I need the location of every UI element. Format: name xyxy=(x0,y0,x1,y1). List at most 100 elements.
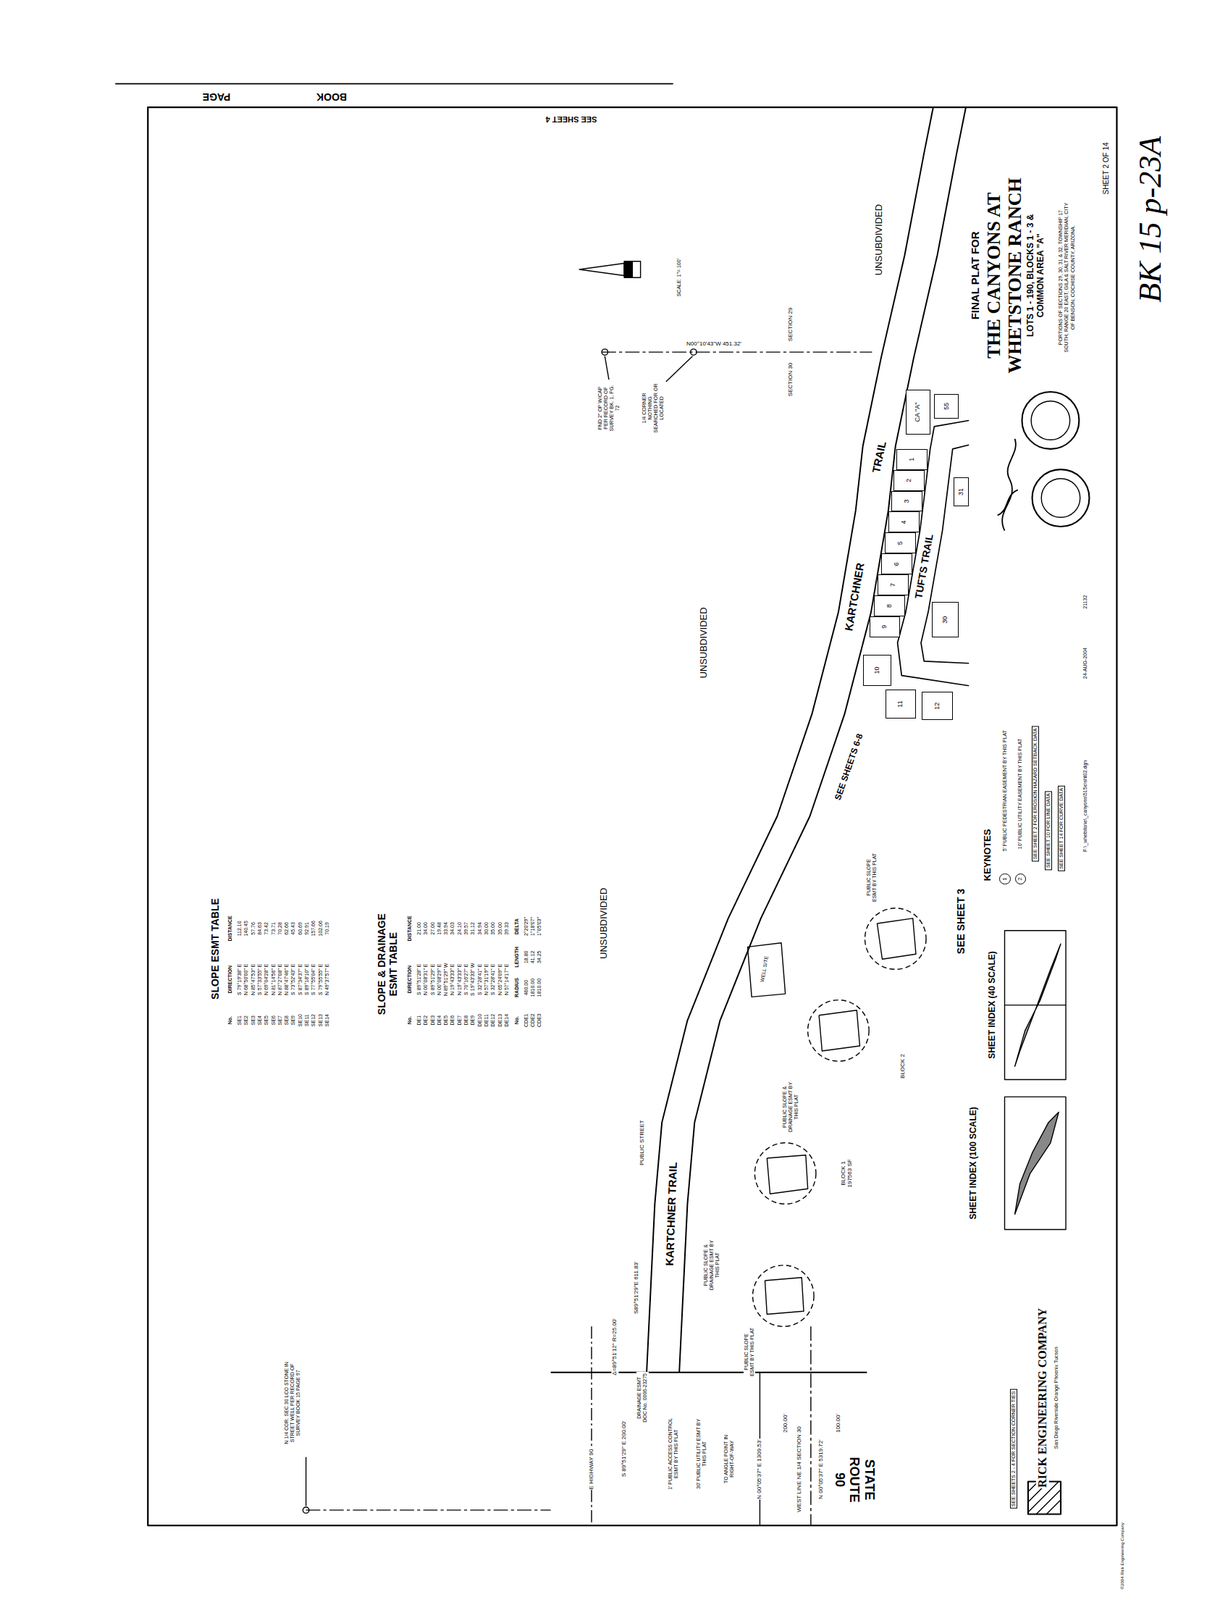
copyright-note: ©2004 Rick Engineering Company xyxy=(1119,1521,1125,1590)
section-label: SECTION 30 xyxy=(787,362,794,398)
table-cell: DE11 xyxy=(483,1012,490,1027)
table-cell: SE3 xyxy=(250,1014,257,1026)
north-arrow xyxy=(632,261,641,279)
survey-note: SEE SHEETS 2 - 4 FOR SECTION CORNER TIES xyxy=(1010,1388,1018,1509)
table-cell: SE9 xyxy=(290,1014,297,1026)
table-header: No. xyxy=(227,1015,234,1025)
sheet-index-map xyxy=(1004,1096,1067,1229)
title-line: FINAL PLAT FOR xyxy=(968,230,982,321)
detail-circle xyxy=(753,1264,815,1327)
table-cell: 1°05'03" xyxy=(536,915,543,937)
table-cell: SE8 xyxy=(283,1014,290,1026)
lot-number: 55 xyxy=(943,402,950,410)
table-cell: SE13 xyxy=(317,1012,324,1027)
keynote-text: 10' PUBLIC UTILITY EASEMENT BY THIS PLAT xyxy=(1017,737,1024,850)
table-cell: S 77°55'04" E xyxy=(310,962,317,996)
scale-note: SCALE: 1"= 100' xyxy=(676,257,683,297)
keynote-text: SEE SHEET 10 FOR LINE DATA xyxy=(1044,790,1053,870)
table-cell: S 89°51'29" E xyxy=(430,962,436,996)
detail-circle xyxy=(754,1142,817,1205)
table-header: DISTANCE xyxy=(227,914,234,942)
table-cell: 34.94 xyxy=(477,921,483,936)
table-cell: CDE3 xyxy=(536,1012,543,1028)
section-line-label: WEST LINE NE 1/4 SECTION 30 xyxy=(796,1424,803,1513)
lot-parcel: 4 xyxy=(888,511,920,533)
easement-note: 1' PUBLIC ACCESS CONTROL ESMT BY THIS PL… xyxy=(667,1416,680,1491)
table-cell: DE13 xyxy=(496,1012,503,1028)
table-header: DISTANCE xyxy=(406,914,413,942)
table-cell: 27.00 xyxy=(430,921,436,936)
table-cell: SE11 xyxy=(304,1012,310,1027)
sheet-index-title: SHEET INDEX (40 SCALE) xyxy=(987,949,998,1060)
section-line xyxy=(810,1325,811,1525)
lot-number: 31 xyxy=(957,488,965,496)
north-arrow xyxy=(624,261,633,279)
table-header: DIRECTION xyxy=(227,964,234,995)
highway-centerline xyxy=(590,1325,592,1525)
detail-circle xyxy=(808,999,870,1062)
lot-number: 1 xyxy=(908,457,916,462)
bearing-distance: N 00°05'37" E 1309.53' xyxy=(756,1437,764,1500)
table-cell: N 81°14'56" E xyxy=(270,962,276,997)
table-cell: N 19°43'33" E xyxy=(456,962,463,997)
match-line-note: SEE SHEETS 6-8 xyxy=(833,732,866,803)
table-cell: 2°20'29" xyxy=(523,915,530,937)
lot-number: CA "A" xyxy=(914,402,921,423)
keynote-text: SEE SHEET 14 FOR CURVE DATA xyxy=(1057,785,1066,872)
easement-note: DRAINAGE ESMT DOC No. 0006-23275 xyxy=(636,1371,649,1424)
right-of-way-line xyxy=(551,1371,868,1373)
table-cell: 102.06 xyxy=(317,919,324,937)
lot-parcel: 12 xyxy=(921,691,953,720)
monument-symbol xyxy=(601,348,608,355)
lot-parcel: 5 xyxy=(884,532,916,554)
table-cell: N 68°50'00" E xyxy=(243,962,250,997)
table-cell: SE7 xyxy=(277,1014,284,1026)
title-line: LOTS 1 - 190, BLOCKS 1 - 3 & xyxy=(1025,213,1037,338)
table-cell: 21.00 xyxy=(416,921,423,936)
table-cell: 1°18'07" xyxy=(530,915,536,937)
table-cell: N 87°27'08" E xyxy=(277,962,284,997)
lot-number: 30 xyxy=(941,616,949,624)
well-site-parcel xyxy=(747,942,786,998)
leader-line xyxy=(305,1456,307,1507)
dimension: 100.00' xyxy=(834,1412,842,1433)
job-number: 21132 xyxy=(1082,594,1089,610)
keynote-circle: 2 xyxy=(1015,873,1026,885)
lot-number: 10 xyxy=(873,666,881,674)
table-cell: S 19°43'33" W xyxy=(469,962,476,997)
detail-linework xyxy=(766,1154,808,1194)
table-cell: N 49°37'57" E xyxy=(324,962,331,997)
lot-number: 3 xyxy=(903,499,911,504)
table-cell: DE14 xyxy=(503,1012,510,1028)
table-cell: N 65°24'09" E xyxy=(496,962,503,997)
lot-number: 9 xyxy=(881,624,888,629)
table-cell: SE5 xyxy=(263,1014,270,1026)
table-cell: 19.48 xyxy=(436,921,443,936)
table-cell: N 69°04'28" E xyxy=(263,962,270,997)
section-line xyxy=(306,1508,552,1510)
lot-parcel: CA "A" xyxy=(905,389,931,435)
company-offices: San Diego Riverside Orange Phoenix Tucso… xyxy=(1053,1345,1060,1449)
lot-parcel: 10 xyxy=(863,654,892,685)
table-cell: 84.63 xyxy=(257,921,263,936)
parcel-label: UNSUBDIVIDED xyxy=(598,886,609,960)
table-cell: N 57°31'19" E xyxy=(483,962,490,997)
detail-circle xyxy=(865,907,927,970)
table-cell: SE2 xyxy=(243,1014,250,1026)
table-cell: N 00°08'31" E xyxy=(422,962,429,997)
table-cell: S 87°34'37" E xyxy=(297,962,304,996)
table-cell: DE2 xyxy=(422,1014,429,1026)
table-cell: N 89°51'29" W xyxy=(443,962,449,998)
sheet-number: SHEET 2 OF 14 xyxy=(1102,141,1112,195)
table-cell: S 79°55'55" E xyxy=(317,962,324,996)
table-cell: SE1 xyxy=(236,1014,243,1026)
table-cell: DE3 xyxy=(430,1014,436,1026)
handwritten-note: BK 15 p-23A xyxy=(1132,135,1170,304)
table-cell: 45.43 xyxy=(290,921,297,936)
keynotes-heading: KEYNOTES xyxy=(981,828,993,882)
lot-parcel: 30 xyxy=(931,601,959,638)
lot-number: 11 xyxy=(897,700,904,707)
registration-seal xyxy=(1031,401,1071,441)
curve-data: Δ=89°51'12" R=25.00' xyxy=(611,1317,619,1376)
table-header: No. xyxy=(514,1015,520,1025)
